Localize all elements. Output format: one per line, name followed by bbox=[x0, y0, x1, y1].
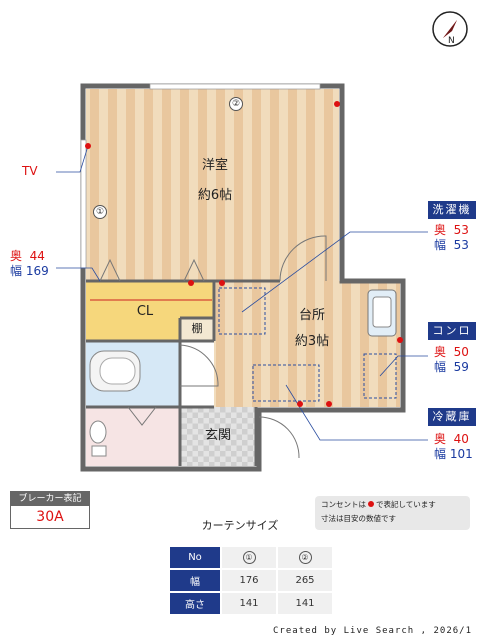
door-western bbox=[279, 235, 327, 282]
entrance-label: 玄関 bbox=[204, 428, 231, 443]
outlet bbox=[85, 143, 91, 149]
entrance-floor bbox=[180, 407, 256, 466]
fridge-width: 101 bbox=[449, 447, 473, 461]
washer-depth-label: 奥 bbox=[434, 223, 447, 237]
curtain-cell: 141 bbox=[278, 593, 332, 614]
breaker-box: ブレーカー表記 30A bbox=[10, 491, 90, 529]
fridge-space bbox=[252, 364, 320, 402]
fridge-width-label: 幅 bbox=[434, 447, 447, 461]
window-mark-2: ② bbox=[229, 97, 243, 111]
table-row: No ① ② bbox=[170, 547, 332, 568]
fridge-dims: 奥 40 幅 101 bbox=[434, 432, 473, 462]
kitchen-name: 台所 bbox=[298, 308, 325, 323]
window-number-1: ① bbox=[242, 551, 256, 564]
curtain-header-c1: ① bbox=[222, 547, 276, 568]
fridge-callout-title: 冷蔵庫 bbox=[428, 408, 476, 426]
tv-leader bbox=[56, 145, 89, 173]
note-box: コンセントは で表記しています 寸法は目安の数値です bbox=[315, 496, 470, 530]
curtain-title: カーテンサイズ bbox=[201, 519, 279, 532]
door-bath bbox=[179, 344, 219, 387]
breaker-label: ブレーカー表記 bbox=[11, 492, 89, 506]
stove-dims: 奥 50 幅 59 bbox=[434, 345, 469, 375]
sink-basin bbox=[372, 296, 392, 328]
window-depth-value: 44 bbox=[29, 249, 45, 263]
table-row: 幅 176 265 bbox=[170, 570, 332, 591]
compass-label: N bbox=[448, 36, 455, 46]
shelf-floor bbox=[180, 318, 214, 341]
fridge-depth: 40 bbox=[453, 432, 469, 446]
door-entrance bbox=[258, 416, 300, 459]
window-top bbox=[149, 83, 321, 90]
washer-depth: 53 bbox=[453, 223, 469, 237]
curtain-row-label: 幅 bbox=[170, 570, 220, 591]
stove-space bbox=[363, 353, 397, 399]
closet-door bbox=[99, 258, 205, 282]
outlet bbox=[297, 401, 303, 407]
window-left bbox=[80, 139, 87, 269]
window-depth-label: 奥 bbox=[10, 249, 23, 263]
curtain-cell: 141 bbox=[222, 593, 276, 614]
washer-width: 53 bbox=[453, 238, 469, 252]
curtain-cell: 265 bbox=[278, 570, 332, 591]
kitchen-label: 台所 約3帖 bbox=[282, 306, 342, 352]
outlet bbox=[219, 280, 225, 286]
bathtub-inner bbox=[99, 357, 136, 385]
outlet-legend-icon bbox=[368, 501, 374, 507]
window-dims: 奥 44 幅 169 bbox=[10, 249, 49, 279]
note-line1-a: コンセントは bbox=[321, 500, 366, 509]
note-line2: 寸法は目安の数値です bbox=[321, 514, 396, 523]
kitchen-size: 約3帖 bbox=[294, 334, 330, 349]
stove-width: 59 bbox=[453, 360, 469, 374]
fridge-depth-label: 奥 bbox=[434, 432, 447, 446]
washer-width-label: 幅 bbox=[434, 238, 447, 252]
outer-wall bbox=[80, 83, 406, 472]
note-line1-b: で表記しています bbox=[376, 500, 436, 509]
stove-leader bbox=[379, 355, 428, 377]
stove-depth: 50 bbox=[453, 345, 469, 359]
washer-space bbox=[218, 287, 266, 335]
curtain-row-label: 高さ bbox=[170, 593, 220, 614]
stove-callout-title: コンロ bbox=[428, 322, 476, 340]
outlet bbox=[326, 401, 332, 407]
window-number-2: ② bbox=[298, 551, 312, 564]
table-row: 高さ 141 141 bbox=[170, 593, 332, 614]
curtain-header-c2: ② bbox=[278, 547, 332, 568]
window-mark-1: ① bbox=[93, 205, 107, 219]
shelf-label: 棚 bbox=[191, 322, 203, 335]
window-width-label: 幅 bbox=[10, 264, 23, 278]
door-washroom bbox=[127, 406, 157, 426]
toilet-tank bbox=[91, 445, 107, 457]
window-dim-leader bbox=[56, 267, 101, 282]
washer-dims: 奥 53 幅 53 bbox=[434, 223, 469, 253]
curtain-header-label: No bbox=[170, 547, 220, 568]
stove-depth-label: 奥 bbox=[434, 345, 447, 359]
closet-label: CL bbox=[136, 304, 154, 319]
toilet bbox=[89, 420, 107, 444]
compass-icon: N bbox=[432, 11, 468, 47]
western-room-size: 約6帖 bbox=[197, 188, 233, 203]
breaker-value: 30A bbox=[36, 509, 64, 525]
western-room-name: 洋室 bbox=[201, 158, 228, 173]
outlet bbox=[334, 101, 340, 107]
outlet bbox=[397, 337, 403, 343]
credit-text: Created by Live Search , 2026/1 bbox=[273, 626, 472, 636]
washer-callout-title: 洗濯機 bbox=[428, 201, 476, 219]
curtain-cell: 176 bbox=[222, 570, 276, 591]
stove-width-label: 幅 bbox=[434, 360, 447, 374]
western-room-label: 洋室 約6帖 bbox=[180, 156, 250, 206]
washer-leader bbox=[241, 231, 428, 313]
outlet bbox=[188, 280, 194, 286]
western-room-floor bbox=[86, 89, 339, 281]
tv-label: TV bbox=[22, 164, 38, 178]
curtain-table: No ① ② 幅 176 265 高さ 141 141 bbox=[168, 545, 334, 616]
window-width-value: 169 bbox=[25, 264, 49, 278]
